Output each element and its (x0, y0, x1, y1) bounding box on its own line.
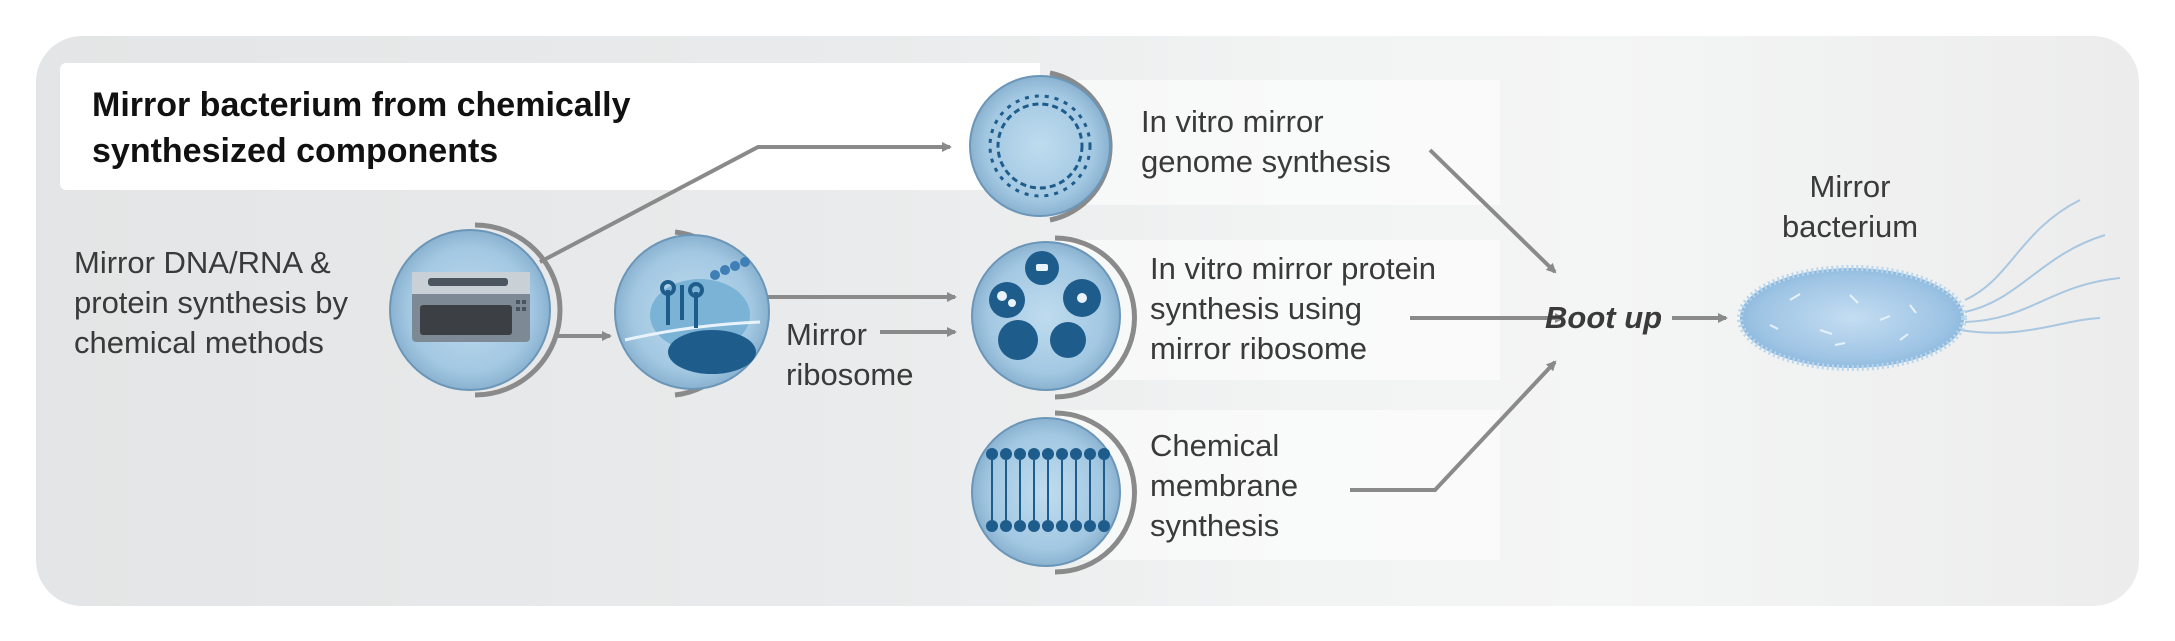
diagram-title: Mirror bacterium from chemically synthes… (92, 82, 631, 174)
arrows (539, 142, 1728, 492)
flagella (1959, 199, 2121, 334)
label-line: In vitro mirror (1141, 104, 1324, 139)
label-line: Chemical (1150, 428, 1280, 463)
synthesizer-circle (389, 222, 563, 398)
chemical-synthesis-label: Mirror DNA/RNA & protein synthesis by ch… (74, 243, 348, 363)
arrow-genome-to-bootup (1428, 148, 1557, 274)
label-line: In vitro mirror protein (1150, 251, 1436, 286)
label-line: genome synthesis (1141, 144, 1391, 179)
label-line: protein synthesis by (74, 285, 348, 320)
bacterium-label: Mirror bacterium (1775, 167, 1925, 247)
ribosome-label: Mirror ribosome (786, 315, 914, 395)
lipid-bilayer-icon (986, 448, 1110, 532)
label-line: ribosome (786, 357, 914, 392)
bacterium-graphic (1737, 199, 2121, 371)
circular-dna-icon (988, 94, 1092, 198)
membrane-label: Chemical membrane synthesis (1150, 426, 1298, 546)
label-line: membrane (1150, 468, 1299, 503)
membrane-circle (971, 410, 1137, 575)
arrow-membrane-to-bootup (1350, 360, 1557, 492)
genome-row-band (1060, 80, 1500, 205)
genome-circle (969, 70, 1113, 223)
ribosome-circle (614, 229, 770, 398)
title-line-1: Mirror bacterium from chemically (92, 86, 631, 124)
protein-circle (971, 235, 1137, 400)
title-box (60, 63, 1040, 190)
label-line: Mirror (786, 317, 867, 352)
protein-label: In vitro mirror protein synthesis using … (1150, 249, 1436, 369)
label-line: chemical methods (74, 325, 324, 360)
label-line: Mirror (1809, 169, 1891, 204)
label-line: Mirror DNA/RNA & (74, 245, 331, 280)
synthesizer-icon (412, 272, 530, 342)
title-line-2: synthesized components (92, 132, 499, 170)
arrow-to-genome (539, 142, 952, 264)
ribosome-icon (624, 257, 761, 374)
label-line: mirror ribosome (1150, 331, 1368, 366)
label-line: synthesis (1150, 508, 1280, 543)
label-line: synthesis using (1150, 291, 1362, 326)
genome-label: In vitro mirror genome synthesis (1141, 102, 1391, 182)
boot-up-label: Boot up (1545, 300, 1663, 335)
label-line: bacterium (1781, 209, 1919, 244)
